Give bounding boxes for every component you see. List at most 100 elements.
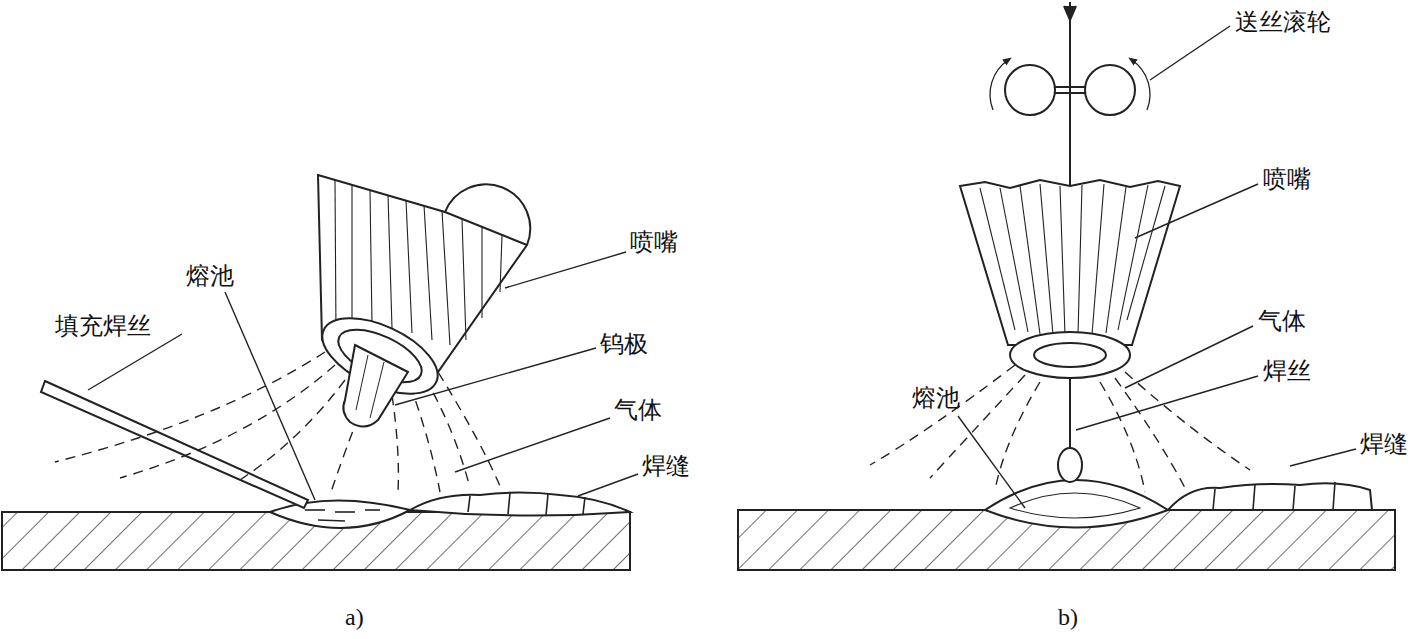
- weld-seam-part: [1333, 482, 1335, 510]
- feed-rollers-part: [1085, 65, 1135, 115]
- feed-rollers-part: [1005, 65, 1055, 115]
- weld-seam: [410, 493, 630, 516]
- weld-seam-part: [468, 496, 470, 512]
- illustration-group: [2, 2, 1395, 570]
- gas-flow-part: [410, 385, 440, 492]
- illustration-group-part: [1000, 188, 1028, 332]
- gas-flow-part: [995, 382, 1040, 490]
- illustration-group-part: [1106, 187, 1126, 333]
- weld-pool-part: [365, 509, 380, 511]
- part-label: 气体: [614, 396, 662, 424]
- gas-flow-part: [392, 395, 398, 492]
- part-label: 焊缝: [1360, 430, 1408, 458]
- part-label: 熔池: [186, 262, 234, 290]
- leader-lines-part: [1076, 376, 1258, 430]
- part-label: 喷嘴: [630, 228, 678, 256]
- gas-flow-part: [1100, 382, 1145, 492]
- part-label: 填充焊丝: [55, 312, 151, 340]
- part-label: 焊丝: [1263, 357, 1311, 385]
- weld-seam-part: [583, 497, 585, 514]
- weld-seam-part: [1213, 489, 1215, 510]
- tungsten-electrode-part: [343, 345, 408, 427]
- illustration-group-part: [388, 195, 392, 328]
- weld-pool-part: [318, 520, 345, 521]
- weld-pool-part: [305, 509, 325, 511]
- tungsten-electrode: [343, 345, 408, 427]
- illustration-group-part: [462, 219, 466, 340]
- illustration-group-part: [1118, 185, 1148, 330]
- leader-lines-part: [1290, 449, 1356, 466]
- nozzle: [960, 180, 1180, 378]
- illustration-group-part: [481, 227, 482, 318]
- gas-flow-part: [1115, 378, 1185, 488]
- weld-seam-part: [1293, 486, 1295, 510]
- weld-seam-part: [1253, 484, 1255, 510]
- part-label: 送丝滚轮: [1235, 8, 1331, 36]
- leader-lines-part: [505, 252, 626, 288]
- illustration-group-part: [1078, 185, 1082, 335]
- illustration-group-part: [1092, 184, 1104, 335]
- illustration-group-part: [351, 185, 352, 325]
- weld-pool-part: [335, 511, 355, 513]
- illustration-group-part: [356, 355, 368, 410]
- gas-flow-part: [1125, 372, 1250, 470]
- leader-lines-part: [1150, 26, 1230, 80]
- illustration-group-part: [370, 190, 372, 325]
- illustration-group-part: [424, 205, 432, 340]
- weld-seam: [1168, 482, 1372, 510]
- gas-flow: [870, 365, 1250, 492]
- weld-seam-part: [546, 494, 548, 515]
- figure-caption: a): [345, 603, 364, 631]
- weld-pool-part: [270, 500, 410, 528]
- gas-flow-part: [120, 365, 335, 478]
- illustration-group-part: [370, 362, 384, 418]
- illustration-group-part: [335, 180, 336, 335]
- feed-rollers-part: [1132, 60, 1150, 110]
- illustration-group: [980, 184, 1165, 335]
- nozzle-part: [1010, 332, 1130, 378]
- illustration-group-part: [1060, 186, 1065, 335]
- leader-lines-part: [578, 474, 638, 496]
- weld-pool-part: [1010, 493, 1140, 518]
- weld-pool: [985, 480, 1168, 528]
- illustration-group-part: [500, 235, 502, 292]
- leader-lines-part: [395, 348, 596, 405]
- leader-lines-part: [88, 334, 182, 390]
- illustration-group-part: [1020, 186, 1040, 334]
- feed-rollers-part: [990, 60, 1008, 110]
- leader-lines-part: [455, 418, 610, 472]
- weld-pool-part: [985, 480, 1168, 528]
- leader-lines: [958, 26, 1356, 508]
- illustration-group: [356, 355, 384, 418]
- weld-seam-part: [1168, 483, 1372, 510]
- weld-pool: [270, 500, 410, 528]
- illustration-group-part: [406, 200, 412, 333]
- welding-wire-part: [1064, 6, 1076, 20]
- filler-wire: [41, 381, 308, 508]
- weld-seam-part: [508, 493, 510, 514]
- nozzle-part: [960, 180, 1180, 345]
- leader-lines-part: [225, 292, 315, 500]
- leader-lines-part: [1125, 326, 1253, 388]
- gas-flow-part: [870, 365, 1015, 465]
- welding-wire-part: [1069, 2, 1071, 186]
- part-label: 焊缝: [642, 452, 690, 480]
- figure-caption: b): [1058, 603, 1078, 631]
- illustration-group-part: [442, 211, 450, 345]
- weld-seam-part: [410, 493, 630, 516]
- gas-flow-part: [240, 380, 345, 480]
- illustration-group-part: [980, 188, 1015, 330]
- nozzle-part: [1034, 343, 1106, 367]
- part-label: 熔池: [912, 384, 960, 412]
- filler-wire-part: [41, 381, 308, 508]
- illustration-group-part: [1127, 186, 1165, 320]
- nozzle: [311, 175, 530, 409]
- leader-lines-part: [1135, 184, 1258, 238]
- welding-wire-part: [1058, 448, 1082, 482]
- illustration-group-part: [1040, 184, 1053, 335]
- welding-wire-part: [1069, 370, 1071, 448]
- leader-lines-part: [958, 416, 1025, 508]
- gas-flow-part: [438, 372, 500, 486]
